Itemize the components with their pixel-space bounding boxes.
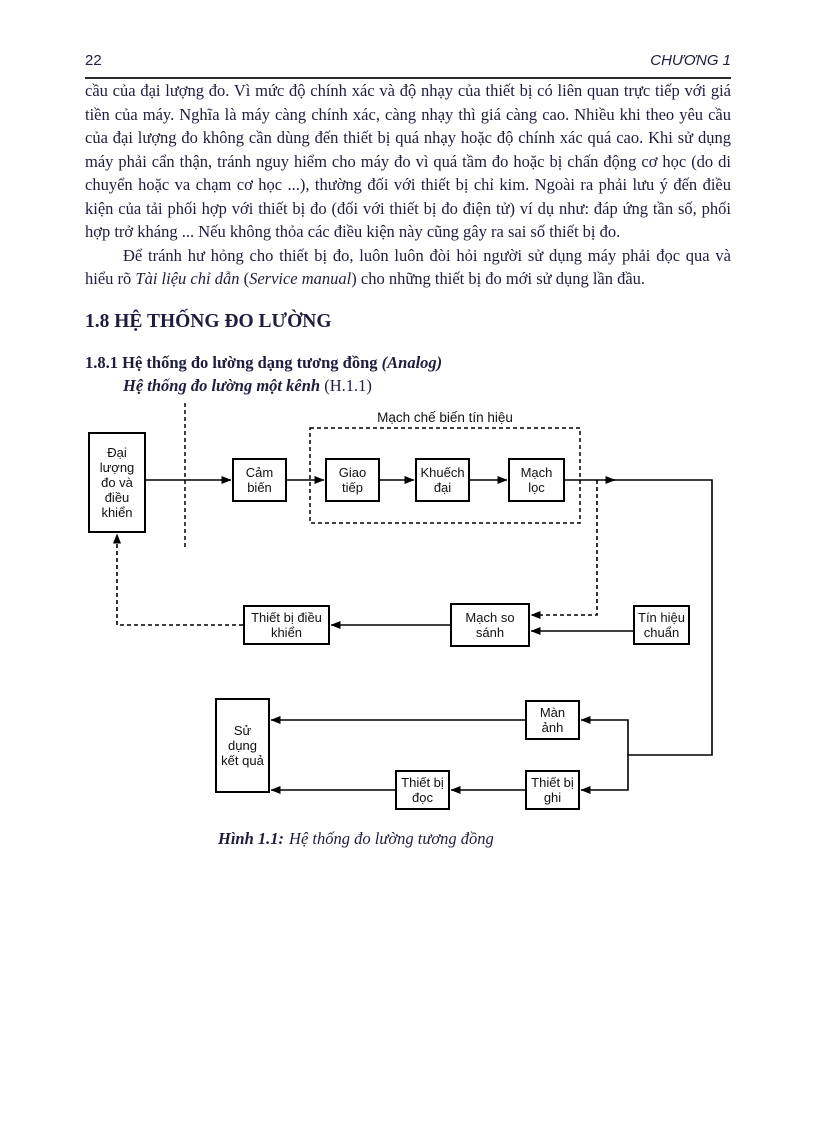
box-reading-device: Thiết bị đọc — [395, 770, 450, 810]
box-recording-device: Thiết bị ghi — [525, 770, 580, 810]
paragraph-2-italic-title: Tài liệu chỉ dẫn — [135, 269, 240, 288]
paragraph-2-text-start: Để tránh hư hỏng cho thiết bị đo, luôn l… — [85, 245, 731, 289]
channel-heading: Hệ thống đo lường một kênh (H.1.1) — [85, 374, 731, 398]
processing-dashed-frame — [184, 403, 581, 550]
page-number: 22 — [85, 52, 102, 69]
subsection-heading-text: 1.8.1 Hệ thống đo lường dạng tương đồng — [85, 352, 382, 372]
page-header: 22 CHƯƠNG 1 — [85, 0, 731, 79]
diagram-wires — [113, 403, 713, 794]
block-diagram: Mạch chế biến tín hiệu Đại lượng đo và đ… — [85, 403, 745, 815]
paragraph-2-paren-open: ( — [239, 269, 250, 288]
box-amplifier: Khuếch đại — [415, 458, 470, 502]
subsection-analog-label: (Analog) — [381, 352, 443, 372]
figure-caption-text: Hệ thống đo lường tương đồng — [289, 829, 494, 848]
section-heading-text: 1.8 HỆ THỐNG ĐO LƯỜNG — [85, 310, 332, 332]
paragraph-1-text: cầu của đại lượng đo. Vì mức độ chính xá… — [85, 81, 731, 241]
page-content: cầu của đại lượng đo. Vì mức độ chính xá… — [85, 79, 731, 851]
figure-caption-label: Hình 1.1: — [218, 829, 285, 848]
feedback-dashed-lines — [113, 480, 598, 626]
subsection-heading: 1.8.1 Hệ thống đo lường dạng tương đồng … — [85, 351, 731, 374]
box-use-result: Sử dụng kết quả — [215, 698, 270, 793]
box-control-device: Thiết bị điều khiển — [243, 605, 330, 645]
box-display: Màn ảnh — [525, 700, 580, 740]
box-measured-quantity: Đại lượng đo và điều khiển — [88, 432, 146, 533]
box-interface: Giao tiếp — [325, 458, 380, 502]
channel-heading-text: Hệ thống đo lường một kênh — [123, 375, 325, 395]
paragraph-1: cầu của đại lượng đo. Vì mức độ chính xá… — [85, 79, 731, 244]
paragraph-2-text-end: ) cho những thiết bị đo mới sử dụng lần … — [351, 269, 646, 288]
paragraph-2: Để tránh hư hỏng cho thiết bị đo, luôn l… — [85, 244, 731, 291]
box-filter: Mạch lọc — [508, 458, 565, 502]
signal-processing-group-label: Mạch chế biến tín hiệu — [377, 410, 513, 425]
box-reference-signal: Tín hiệu chuẩn — [633, 605, 690, 645]
signal-flow-arrows — [146, 476, 713, 794]
box-comparator: Mạch so sánh — [450, 603, 530, 647]
channel-figure-ref: (H.1.1) — [324, 375, 372, 395]
figure-caption: Hình 1.1:Hệ thống đo lường tương đồng — [218, 827, 731, 851]
box-sensor: Cảm biến — [232, 458, 287, 502]
chapter-label: CHƯƠNG 1 — [650, 52, 731, 69]
section-heading: 1.8 HỆ THỐNG ĐO LƯỜNG — [85, 309, 731, 335]
paragraph-2-italic-manual: Service manual — [249, 269, 352, 288]
